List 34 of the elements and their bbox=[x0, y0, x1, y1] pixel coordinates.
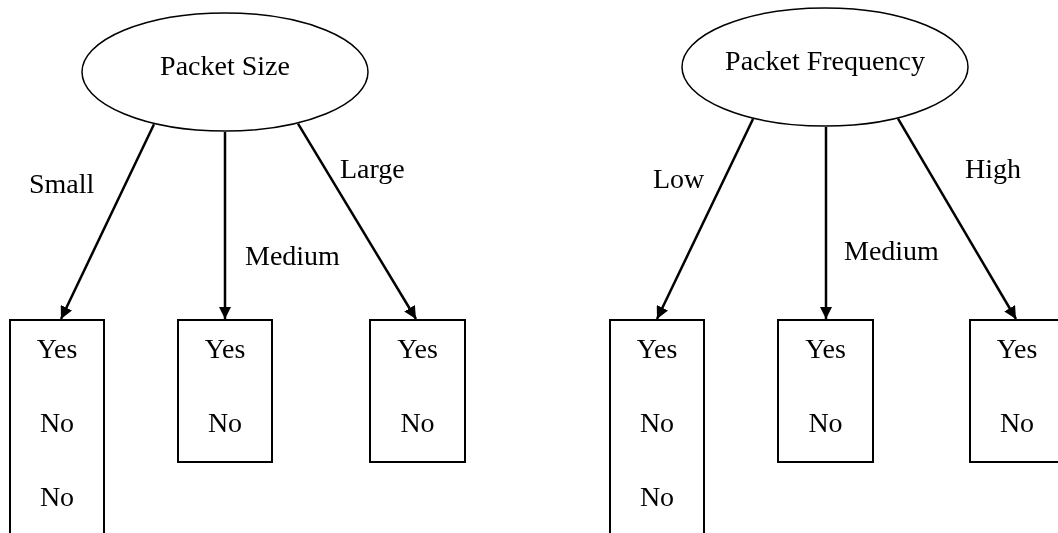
outcome-box bbox=[9, 319, 105, 533]
edge-label: Small bbox=[29, 168, 95, 200]
outcome-value: Yes bbox=[396, 333, 439, 365]
node-title: Packet Size bbox=[160, 50, 290, 82]
outcome-box bbox=[969, 319, 1058, 463]
arrow bbox=[59, 123, 156, 320]
outcome-value: No bbox=[638, 407, 676, 439]
outcome-value: Yes bbox=[203, 333, 247, 365]
outcome-value: No bbox=[998, 407, 1036, 439]
outcome-box bbox=[777, 319, 874, 463]
edge-label: High bbox=[965, 153, 1021, 185]
outcome-box bbox=[177, 319, 273, 463]
edge-label: Low bbox=[653, 163, 705, 195]
outcome-value: No bbox=[38, 407, 76, 439]
edge-label: Medium bbox=[245, 240, 340, 272]
outcome-value: Yes bbox=[35, 333, 79, 365]
arrow bbox=[896, 118, 1018, 320]
outcome-value: No bbox=[38, 481, 76, 513]
outcome-box bbox=[609, 319, 705, 533]
edge-label: Medium bbox=[844, 235, 939, 267]
outcome-box bbox=[369, 319, 466, 463]
edge-label: Large bbox=[340, 153, 405, 185]
outcome-value: No bbox=[807, 407, 844, 439]
arrow bbox=[819, 127, 833, 319]
outcome-value: No bbox=[399, 407, 436, 439]
outcome-value: Yes bbox=[635, 333, 679, 365]
outcome-value: No bbox=[206, 407, 244, 439]
outcome-value: Yes bbox=[804, 333, 847, 365]
arrow bbox=[296, 123, 418, 320]
arrow bbox=[218, 132, 232, 319]
outcome-value: Yes bbox=[995, 333, 1039, 365]
node-title: Packet Frequency bbox=[725, 45, 925, 77]
arrow bbox=[655, 118, 755, 320]
outcome-value: No bbox=[638, 481, 676, 513]
